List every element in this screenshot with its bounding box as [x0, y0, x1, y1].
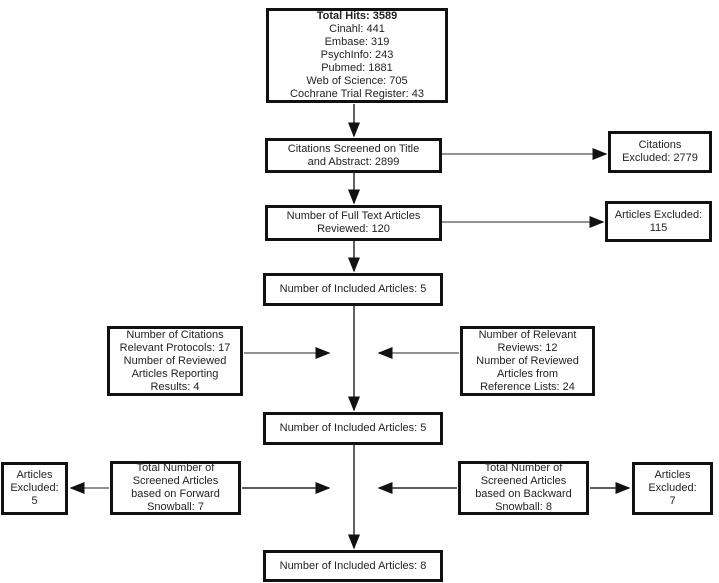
node-included-articles-5-second: Number of Included Articles: 5 [263, 412, 443, 445]
node-included-articles-8: Number of Included Articles: 8 [263, 550, 443, 582]
node-included-articles-5-first: Number of Included Articles: 5 [263, 273, 443, 306]
node-articles-excluded-115: Articles Excluded:115 [605, 201, 712, 242]
total-hits-title: Total Hits: 3589 [316, 10, 398, 22]
